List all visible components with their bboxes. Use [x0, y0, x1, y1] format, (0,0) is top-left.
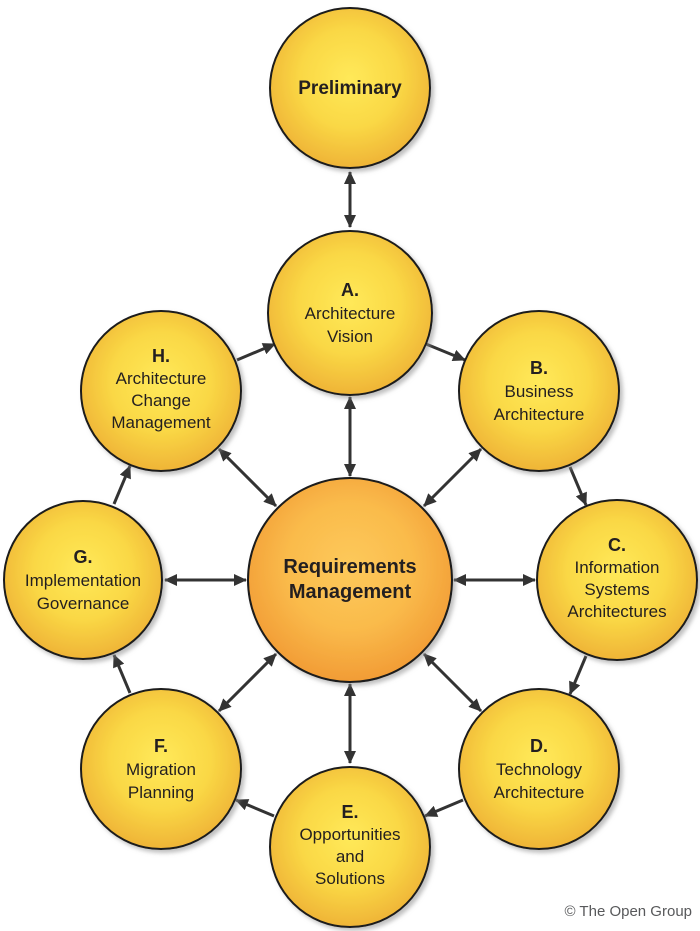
phase-circle-e: [269, 766, 431, 928]
phase-label-line: Implementation: [25, 571, 141, 590]
arrow-g-h: [112, 465, 132, 505]
phase-circle-c: [536, 499, 698, 661]
preliminary-circle: [269, 7, 431, 169]
phase-label-line: Information: [574, 558, 659, 577]
phase-label-line: and: [336, 847, 364, 866]
phase-label-line: Architectures: [567, 602, 666, 621]
preliminary-label: Preliminary: [298, 78, 402, 99]
phase-node-f: F. Migration Planning: [80, 688, 242, 850]
arrow-b-c: [568, 466, 588, 506]
arrow-h-a: [236, 342, 276, 362]
phase-label-line: Architecture: [494, 405, 585, 424]
arrow-c-d: [568, 655, 588, 695]
arrow-e-f: [235, 798, 275, 818]
phase-label-line: Systems: [584, 580, 649, 599]
phase-label-line: Migration: [126, 760, 196, 779]
arrow-hub-h: [217, 447, 278, 508]
phase-node-e: E. Opportunities and Solutions: [269, 766, 431, 928]
hub-label-line: Requirements: [283, 556, 416, 578]
hub-label-line: Management: [289, 581, 412, 603]
phase-label-line: Architecture: [494, 783, 585, 802]
phase-letter: H.: [152, 346, 170, 366]
phase-letter: C.: [608, 535, 626, 555]
phase-node-b: B. Business Architecture: [458, 310, 620, 472]
phase-node-c: C. Information Systems Architectures: [536, 499, 698, 661]
phase-node-a: A. Architecture Vision: [267, 230, 433, 396]
phase-circle-d: [458, 688, 620, 850]
phase-letter: F.: [154, 736, 168, 756]
phase-node-h: H. Architecture Change Management: [80, 310, 242, 472]
phase-circle-h: [80, 310, 242, 472]
phase-label-line: Management: [111, 413, 211, 432]
arrow-d-e: [424, 798, 464, 818]
phase-circle-a: [267, 230, 433, 396]
phase-node-d: D. Technology Architecture: [458, 688, 620, 850]
phase-label-line: Technology: [496, 760, 583, 779]
phase-label-line: Architecture: [116, 369, 207, 388]
phase-label-line: Governance: [37, 594, 130, 613]
hub-circle: [247, 477, 453, 683]
phase-letter: B.: [530, 358, 548, 378]
arrow-hub-f: [217, 652, 278, 713]
hub-node: Requirements Management: [247, 477, 453, 683]
arrow-a-b: [425, 342, 466, 362]
phase-letter: A.: [341, 280, 359, 300]
phase-label-line: Vision: [327, 327, 373, 346]
phase-letter: E.: [341, 802, 358, 822]
phase-circle-g: [3, 500, 163, 660]
phase-letter: G.: [73, 547, 92, 567]
phase-label-line: Business: [505, 382, 574, 401]
phase-letter: D.: [530, 736, 548, 756]
arrow-hub-d: [422, 652, 483, 713]
phase-label-line: Solutions: [315, 869, 385, 888]
copyright-note: © The Open Group: [564, 903, 692, 920]
arrow-hub-b: [422, 447, 483, 508]
arrow-layer: [112, 171, 588, 818]
arrow-f-g: [112, 654, 132, 694]
phase-label-line: Opportunities: [299, 825, 400, 844]
phase-label-line: Planning: [128, 783, 194, 802]
phase-node-g: G. Implementation Governance: [3, 500, 163, 660]
preliminary-node: Preliminary: [269, 7, 431, 169]
phase-label-line: Architecture: [305, 304, 396, 323]
phase-circle-f: [80, 688, 242, 850]
phase-circle-b: [458, 310, 620, 472]
phase-label-line: Change: [131, 391, 191, 410]
